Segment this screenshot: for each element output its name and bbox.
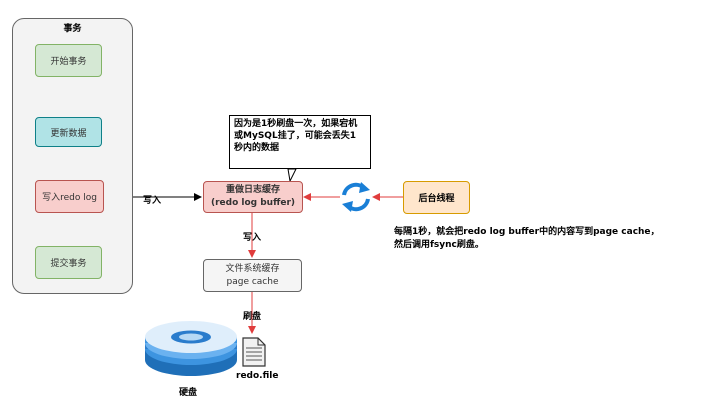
step-write-redo-log: 写入redo log bbox=[35, 180, 104, 213]
disk-icon bbox=[145, 321, 237, 376]
callout-line-1: 因为是1秒刷盘一次，如果宕机 bbox=[234, 119, 358, 129]
redo-buffer-subtitle: (redo log buffer) bbox=[210, 198, 296, 208]
refresh-icon bbox=[342, 182, 370, 212]
file-icon bbox=[242, 337, 266, 367]
disk-label: 硬盘 bbox=[179, 388, 198, 398]
label-write-left: 写入 bbox=[143, 196, 162, 206]
transaction-group-title: 事务 bbox=[63, 24, 82, 34]
step-update-data: 更新数据 bbox=[35, 117, 102, 147]
page-cache-box: 文件系统缓存 page cache bbox=[203, 259, 302, 292]
callout-line-2: 或MySQL挂了，可能会丢失1 bbox=[234, 131, 356, 141]
data-loss-callout: 因为是1秒刷盘一次，如果宕机 或MySQL挂了，可能会丢失1 秒内的数据 bbox=[229, 115, 371, 169]
file-label: redo.file bbox=[236, 371, 279, 381]
flush-note-line-1: 每隔1秒，就会把redo log buffer中的内容写到page cache， bbox=[394, 227, 660, 237]
flush-note-line-2: 然后调用fsync刷盘。 bbox=[394, 240, 484, 250]
callout-pointer bbox=[287, 168, 297, 183]
page-cache-title: 文件系统缓存 bbox=[225, 263, 280, 274]
redo-log-buffer: 重做日志缓存 (redo log buffer) bbox=[203, 181, 303, 213]
redo-buffer-title: 重做日志缓存 bbox=[225, 185, 280, 195]
label-write-down: 写入 bbox=[243, 233, 262, 243]
background-thread: 后台线程 bbox=[403, 181, 470, 214]
callout-line-3: 秒内的数据 bbox=[234, 143, 280, 153]
step-begin-transaction: 开始事务 bbox=[35, 44, 102, 77]
flush-note: 每隔1秒，就会把redo log buffer中的内容写到page cache，… bbox=[394, 226, 660, 252]
label-flush: 刷盘 bbox=[243, 312, 262, 322]
page-cache-subtitle: page cache bbox=[226, 276, 279, 287]
step-commit-transaction: 提交事务 bbox=[35, 246, 102, 279]
